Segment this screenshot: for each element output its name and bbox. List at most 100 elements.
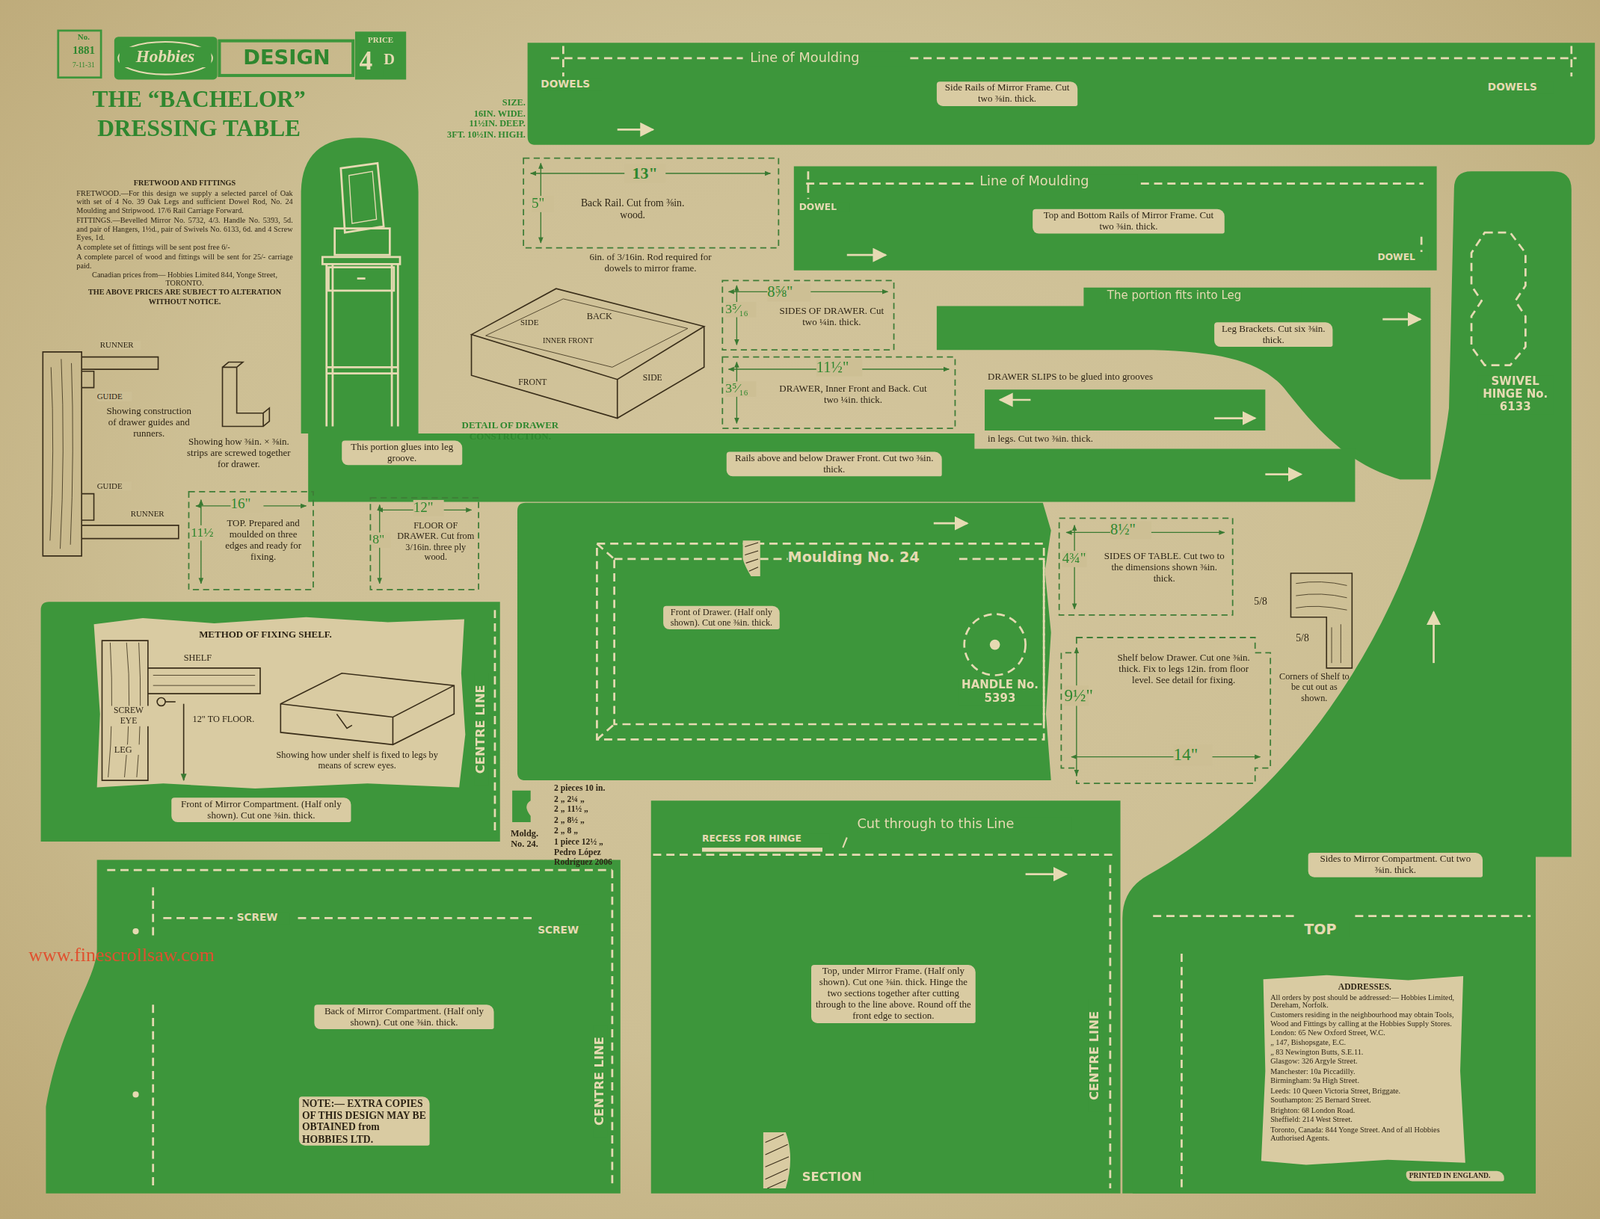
note-text: DETAIL OF DRAWER CONSTRUCTION. (453, 420, 566, 443)
piece-shape (1059, 518, 1233, 616)
dimension-box: 9½"Shelf below Drawer. Cut one ⅜in. thic… (1060, 637, 1271, 784)
piece-shape (651, 800, 1121, 1194)
piece-label: RECESS FOR HINGE (702, 833, 830, 845)
note-text: PRICE (357, 35, 405, 46)
piece-label: Back Rail. Cut from ⅜in. wood. (576, 196, 689, 220)
note-text: THE ABOVE PRICES ARE SUBJECT TO ALTERATI… (76, 288, 293, 307)
piece-outline (984, 389, 1266, 431)
piece-shape (984, 389, 1266, 431)
note-text: SIDE (520, 318, 547, 329)
piece-label: Front of Drawer. (Half only shown). Cut … (663, 606, 780, 630)
note-text: 2 pieces 10 in. (554, 783, 636, 794)
piece-label: DOWEL (799, 201, 851, 213)
piece-label: NOTE:— EXTRA COPIES OF THIS DESIGN MAY B… (299, 1096, 430, 1147)
piece-label: Southampton: 25 Bernard Street. (1270, 1096, 1459, 1106)
piece-label: Top, under Mirror Frame. (Half only show… (811, 965, 976, 1023)
piece-label: SHELF (183, 652, 226, 664)
piece-label: METHOD OF FIXING SHELF. (198, 629, 373, 641)
piece-label: 16" (230, 495, 264, 513)
note-text: FRETWOOD AND FITTINGS (76, 179, 293, 189)
piece-label: „ 83 Newington Butts, S.E.11. (1270, 1048, 1459, 1058)
pattern-piece: TOP ADDRESSES.All orders by post should b… (1132, 897, 1536, 1195)
piece-label: This portion glues into leg groove. (341, 441, 463, 466)
piece-shape (523, 158, 779, 249)
piece-shape (370, 497, 479, 590)
piece-label: SCREW (237, 912, 291, 925)
piece-label: 8" (372, 532, 392, 548)
title-text: THE “BACHELOR” DRESSING TABLE (71, 85, 327, 143)
pattern-piece: SCREWSCREWBack of Mirror Compartment. (H… (45, 860, 620, 1195)
note-text: DESIGN (224, 45, 350, 69)
piece-label: DOWEL (1377, 251, 1429, 263)
piece-label: Showing how under shelf is fixed to legs… (270, 749, 445, 771)
piece-label: 4¾" (1062, 551, 1088, 568)
pattern-piece: Line of MouldingDOWELTop and Bottom Rail… (794, 165, 1438, 270)
note-text: FRONT (518, 377, 555, 388)
piece-label: 3⁵⁄₁₆ (725, 381, 756, 397)
piece-label: Leeds: 10 Queen Victoria Street, Briggat… (1270, 1087, 1459, 1097)
note-text: 2 „ 11½ „ (554, 805, 636, 815)
piece-label: CENTRE LINE (592, 1025, 608, 1138)
piece-label: ADDRESSES. (1270, 982, 1459, 993)
note-text: FRETWOOD.—For this design we supply a se… (76, 189, 293, 216)
piece-label: Rails above and below Drawer Front. Cut … (726, 452, 943, 478)
pattern-piece: The portion fits into LegLeg Brackets. C… (936, 287, 1432, 480)
note-text: Canadian prices from— Hobbies Limited 84… (76, 270, 293, 289)
piece-label: London: 65 New Oxford Street, W.C. (1270, 1028, 1459, 1038)
piece-label: Side Rails of Mirror Frame. Cut two ⅜in.… (936, 81, 1078, 107)
pattern-piece: Moulding No. 24Front of Drawer. (Half on… (517, 503, 1052, 781)
piece-shape (722, 357, 955, 430)
piece-shape (1060, 637, 1271, 784)
piece-label: Manchester: 10a Piccadilly. (1270, 1067, 1459, 1077)
note-text: Moldg. No. 24. (503, 828, 546, 850)
note-text: 2 „ 2¼ „ (554, 794, 636, 804)
note-text: GUIDE (97, 391, 132, 402)
piece-label: Line of Moulding (979, 174, 1138, 190)
piece-label: LEG (114, 744, 141, 756)
piece-shape (1132, 897, 1536, 1195)
piece-label: 3⁵⁄₁₆ (725, 302, 756, 318)
piece-label: TOP (1303, 921, 1349, 938)
piece-label: Toronto, Canada: 844 Yonge Street. And o… (1270, 1125, 1459, 1144)
piece-label: DOWELS (1487, 81, 1553, 94)
note-text: 2 „ 8½ „ (554, 815, 636, 826)
piece-label: FLOOR OF DRAWER. Cut from 3/16in. three … (394, 520, 477, 563)
piece-label: 11½" (816, 358, 863, 377)
note-text: 4 (358, 45, 384, 77)
piece-label: TOP. Prepared and moulded on three edges… (217, 518, 310, 563)
note-text: 1 piece 12½ „ (554, 837, 636, 848)
dimension-box: 13"5"Back Rail. Cut from ⅜in. wood. (523, 158, 779, 249)
piece-label: Front of Mirror Compartment. (Half only … (171, 797, 351, 823)
piece-shape (794, 165, 1438, 270)
piece-label: Leg Brackets. Cut six ⅜in. thick. (1214, 322, 1333, 347)
piece-label: 13" (624, 164, 666, 184)
piece-label: Birmingham: 9a High Street. (1270, 1077, 1459, 1087)
note-text: 6in. of 3/16in. Rod required for dowels … (586, 251, 715, 275)
note-text: 7-11-31 (60, 61, 108, 70)
piece-shape (45, 860, 620, 1195)
piece-label: SIDES OF DRAWER. Cut two ¼in. thick. (775, 305, 888, 329)
piece-label: „ 147, Bishopsgate, E.C. (1270, 1038, 1459, 1048)
note-text: A complete parcel of wood and fittings w… (76, 252, 293, 271)
note-text: 2 „ 8 „ (554, 826, 636, 836)
piece-label: PRINTED IN ENGLAND. (1406, 1171, 1505, 1183)
note-text: RUNNER (130, 509, 172, 519)
note-text: 1881 (61, 44, 107, 57)
piece-label: DRAWER, Inner Front and Back. Cut two ¼i… (771, 383, 935, 406)
note-text: Showing how ⅜in. × ⅜in. strips are screw… (181, 436, 297, 471)
piece-label: in legs. Cut two ⅜in. thick. (987, 433, 1162, 445)
piece-label: SWIVEL HINGE No. 6133 (1477, 375, 1553, 415)
piece-label: Cut through to this Line (856, 817, 1072, 833)
piece-label: Shelf below Drawer. Cut one ⅜in. thick. … (1112, 652, 1256, 687)
piece-outline (936, 287, 1432, 480)
piece-label: Back of Mirror Compartment. (Half only s… (314, 1004, 494, 1030)
note-text: Corners of Shelf to be cut out as shown. (1277, 671, 1352, 703)
note-text: Hobbies (119, 47, 212, 68)
piece-label: All orders by post should be addressed:—… (1270, 993, 1459, 1012)
piece-label: SECTION (802, 1171, 875, 1186)
note-text: 3FT. 10½IN. HIGH. (413, 129, 526, 140)
note-text: Showing construction of drawer guides an… (101, 405, 196, 440)
note-text: A complete set of fittings will be sent … (76, 243, 293, 253)
piece-shape (517, 503, 1052, 781)
dimension-box: 8½"4¾"SIDES OF TABLE. Cut two to the dim… (1059, 518, 1233, 616)
